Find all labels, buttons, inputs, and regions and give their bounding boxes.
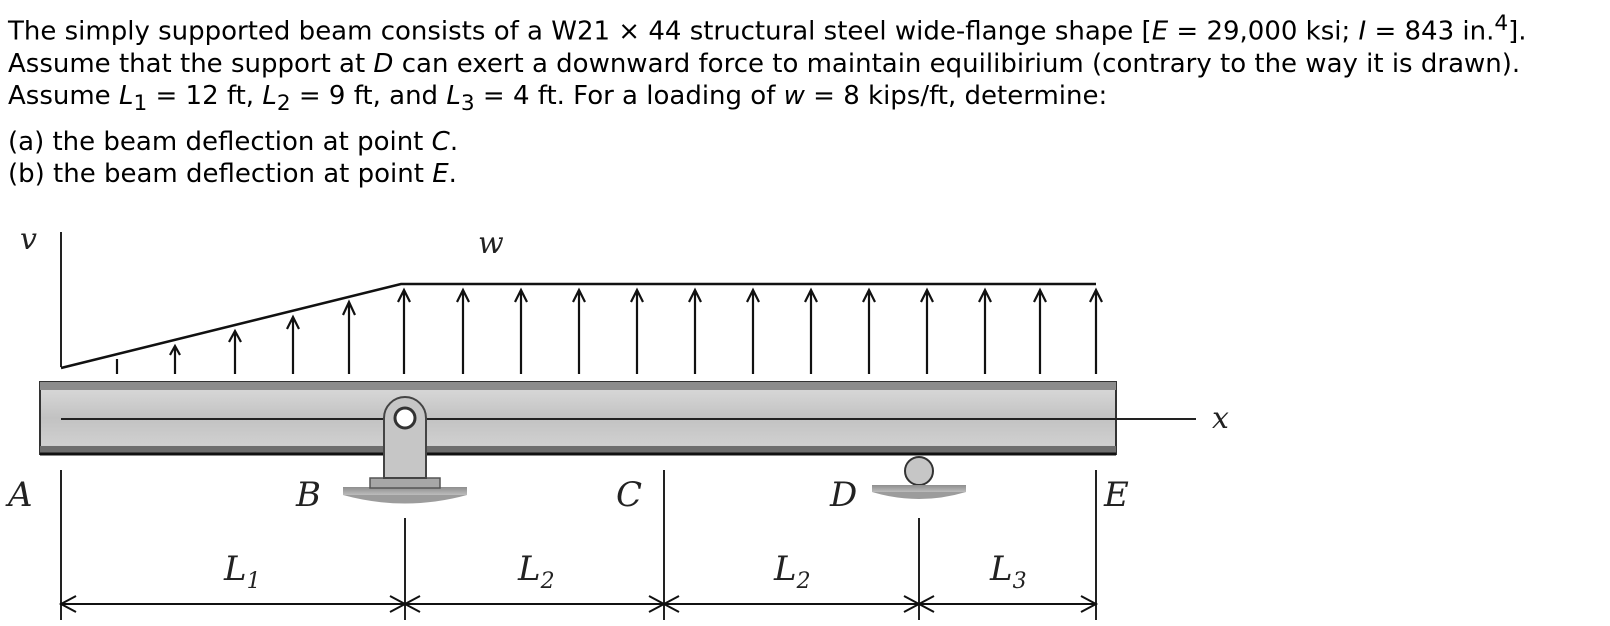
symbol-w: w	[783, 80, 805, 111]
point-c-label: C	[616, 475, 642, 515]
subscript-1: 1	[133, 90, 148, 116]
problem-line-2: Assume that the support at D can exert a…	[8, 48, 1602, 80]
text-segment: = 843 in.	[1366, 16, 1495, 47]
dim-letter: L	[223, 549, 247, 589]
text-segment: Assume	[8, 80, 119, 111]
roller-support-d	[872, 456, 966, 499]
load-arrow	[978, 287, 992, 374]
part-b: (b) the beam deflection at point E.	[8, 158, 1602, 190]
load-arrow	[286, 314, 300, 374]
dim-l1-label: L1	[223, 549, 261, 594]
superscript-4: 4	[1494, 11, 1509, 36]
ground-shading	[343, 495, 467, 504]
dim-subscript: 2	[796, 569, 811, 594]
symbol-D: D	[373, 48, 394, 79]
symbol-I: I	[1358, 16, 1367, 47]
load-arrow	[862, 287, 876, 374]
symbol-L1: L	[118, 80, 134, 111]
text-segment: = 12 ft,	[147, 80, 263, 111]
load-arrow	[514, 287, 528, 374]
symbol-C: C	[431, 126, 450, 157]
load-arrow	[572, 287, 586, 374]
load-arrow	[688, 287, 702, 374]
pin	[393, 406, 417, 430]
dim-arrow	[1080, 595, 1099, 613]
load-arrow	[1089, 287, 1103, 374]
text-segment: .	[449, 126, 459, 157]
load-arrow	[804, 287, 818, 374]
ground-pad	[343, 487, 467, 495]
dim-arrow	[648, 595, 680, 613]
beam-top-flange	[40, 382, 1116, 390]
text-segment: = 8 kips/ft, determine:	[804, 80, 1108, 111]
symbol-L3: L	[446, 80, 461, 111]
dim-l3-label: L3	[989, 549, 1027, 594]
dim-l2-label-1: L2	[517, 549, 555, 594]
text-segment: The simply supported beam consists of a …	[8, 16, 1152, 47]
text-segment: .	[448, 158, 457, 189]
load-arrow	[228, 328, 242, 374]
dim-l2-label-2: L2	[773, 549, 811, 594]
load-arrow	[920, 287, 934, 374]
point-a-label: A	[5, 475, 33, 515]
dimension-line	[58, 595, 1099, 613]
dim-arrow	[58, 595, 77, 613]
load-w-label: w	[478, 226, 504, 261]
dim-letter: L	[989, 549, 1013, 589]
problem-line-3: Assume L1 = 12 ft, L2 = 9 ft, and L3 = 4…	[8, 80, 1602, 120]
dim-arrow	[389, 595, 421, 613]
symbol-L2: L	[262, 80, 277, 111]
load-envelope	[60, 282, 1096, 370]
point-d-label: D	[829, 475, 857, 515]
load-arrow	[169, 343, 181, 374]
beam-bottom-flange	[40, 446, 1116, 454]
part-a: (a) the beam deflection at point C.	[8, 126, 1602, 158]
dim-letter: L	[517, 549, 541, 589]
load-arrow	[397, 287, 411, 374]
text-segment: Assume that the support at	[8, 48, 374, 79]
dim-subscript: 3	[1013, 569, 1027, 594]
problem-statement: The simply supported beam consists of a …	[8, 8, 1602, 190]
roller	[904, 456, 934, 486]
load-arrow	[342, 299, 356, 374]
ground-pad	[872, 485, 966, 492]
text-segment: ].	[1508, 16, 1527, 47]
point-e-label: E	[1103, 475, 1129, 515]
v-axis-label: v	[20, 222, 37, 257]
ground-shading	[872, 492, 966, 499]
dim-subscript: 2	[540, 569, 555, 594]
subscript-2: 2	[276, 90, 291, 116]
x-axis-label: x	[1212, 401, 1229, 436]
symbol-E: E	[432, 158, 449, 189]
text-segment: = 9 ft, and	[290, 80, 447, 111]
load-arrow	[1033, 287, 1047, 374]
dim-arrow	[903, 595, 935, 613]
text-segment: (b) the beam deflection at point	[8, 158, 433, 189]
pin-support-b	[343, 396, 467, 504]
load-arrow	[746, 287, 760, 374]
problem-line-1: The simply supported beam consists of a …	[8, 8, 1602, 48]
load-arrow	[456, 287, 470, 374]
subscript-3: 3	[460, 90, 475, 116]
text-segment: = 4 ft. For a loading of	[474, 80, 784, 111]
dim-subscript: 1	[247, 569, 261, 594]
text-segment: can exert a downward force to maintain e…	[393, 48, 1521, 79]
dim-letter: L	[773, 549, 797, 589]
text-segment: = 29,000 ksi;	[1168, 16, 1359, 47]
text-segment: (a) the beam deflection at point	[8, 126, 432, 157]
support-base	[369, 477, 441, 489]
point-b-label: B	[295, 475, 321, 515]
load-arrow	[630, 287, 644, 374]
symbol-E: E	[1151, 16, 1169, 47]
load-arrows	[115, 287, 1103, 374]
